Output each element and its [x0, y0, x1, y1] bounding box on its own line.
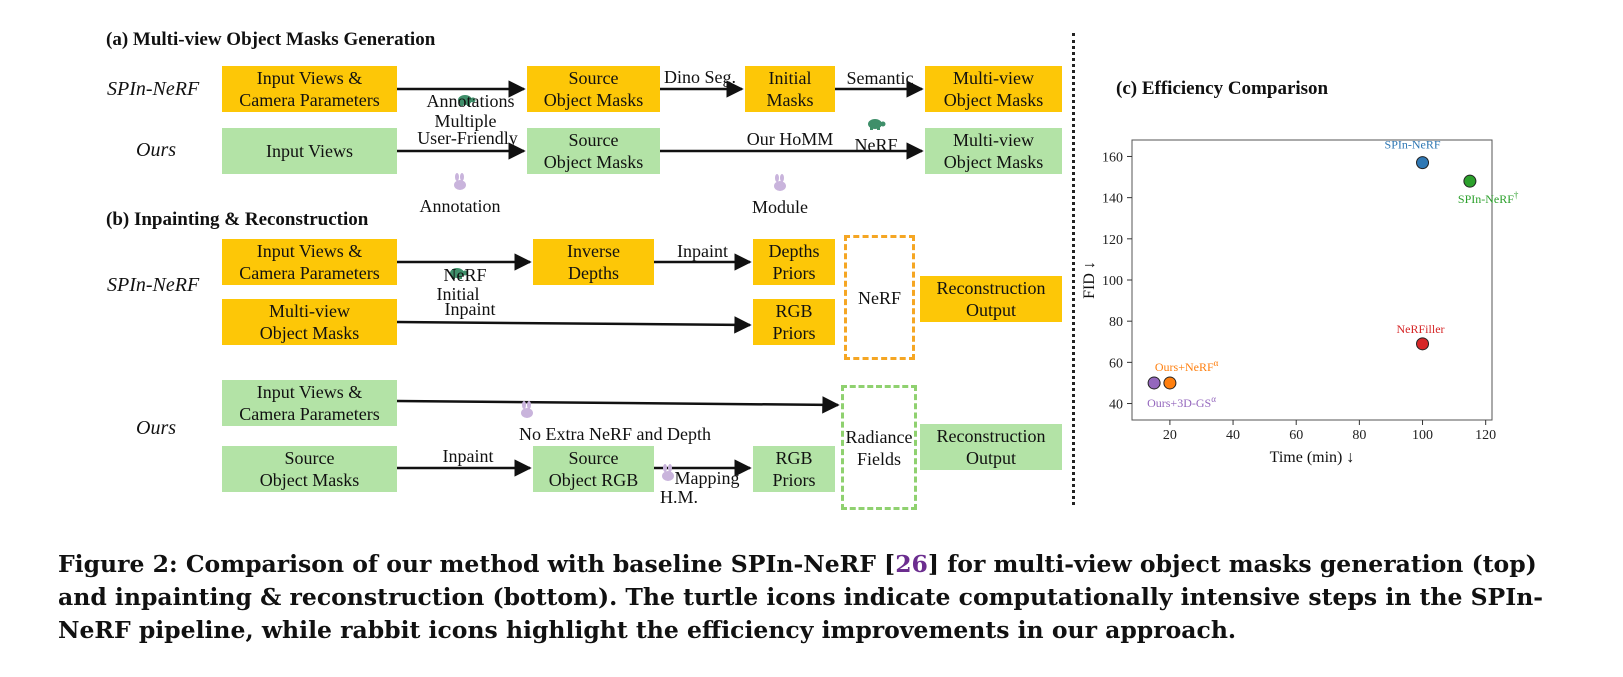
a-spin-arrow3-top: Semantic — [846, 68, 914, 88]
b-ours-arrow3-bottom: Mapping — [674, 468, 740, 488]
scatter-point — [1416, 337, 1430, 351]
a-spin-arrow2-top: Dino Seg. — [664, 67, 736, 87]
a-spin-arrow1-bottom: Annotations — [426, 91, 515, 111]
a-spin-output-box: Multi-view Object Masks — [925, 66, 1062, 112]
b-ours-arrow2-top: Inpaint — [442, 446, 494, 466]
point-label: Ours+NeRFα — [1155, 358, 1219, 374]
b-spin-input-box: Input Views & Camera Parameters — [222, 239, 397, 285]
y-tick-label: 160 — [1102, 150, 1123, 165]
a-spin-arrow3-bottom: NeRF — [836, 92, 916, 156]
caption-suffix: ] for multi-view object masks generation… — [58, 550, 1544, 644]
row-label-ours-b: Ours — [136, 417, 177, 439]
caption-prefix: Figure 2: Comparison of our method with … — [58, 550, 896, 578]
rabbit-icon — [660, 464, 676, 487]
b-spin-rgb-box: RGB Priors — [753, 299, 835, 345]
x-axis-label: Time (min) ↓ — [1270, 449, 1355, 466]
x-tick-label: 100 — [1412, 428, 1433, 443]
figure-caption: Figure 2: Comparison of our method with … — [58, 548, 1578, 647]
b-ours-arrow1-top-text: No Extra NeRF and Depth — [519, 424, 711, 445]
x-tick-label: 120 — [1475, 428, 1496, 443]
section-c-title: (c) Efficiency Comparison — [1116, 78, 1329, 99]
b-spin-recon-box: Reconstruction Output — [920, 276, 1062, 322]
b-spin-masks-box: Multi-view Object Masks — [222, 299, 397, 345]
section-a-title: (a) Multi-view Object Masks Generation — [106, 29, 436, 50]
a-ours-arrow1-top: User-Friendly — [417, 128, 518, 148]
y-tick-label: 140 — [1102, 192, 1123, 207]
row-label-ours-a: Ours — [136, 139, 177, 161]
a-spin-arrow1-top: Multiple — [408, 68, 523, 132]
x-tick-label: 20 — [1163, 428, 1177, 443]
point-label-superscript: † — [1514, 190, 1519, 200]
plot-frame — [1131, 139, 1493, 421]
a-spin-arrow3-bottom-text: NeRF — [854, 135, 898, 156]
b-ours-arrow1-top: No Extra NeRF and Depth — [519, 380, 779, 445]
scatter-point — [1147, 376, 1161, 390]
a-ours-source-box: Source Object Masks — [527, 128, 660, 174]
b-ours-arrow3-top: H.M. — [660, 443, 750, 508]
point-label: Ours+3D-GSα — [1147, 394, 1216, 410]
b-ours-source-rgb-box: Source Object RGB — [533, 446, 654, 492]
a-spin-input-box: Input Views & Camera Parameters — [222, 66, 397, 112]
b-spin-arrow1-bottom: NeRF — [443, 265, 487, 285]
b-ours-rgb-box: RGB Priors — [753, 446, 835, 492]
a-ours-arrow2-bottom-text: Module — [752, 197, 808, 218]
a-ours-arrow2-top: Our HoMM — [746, 129, 834, 149]
rabbit-icon — [772, 174, 788, 197]
a-spin-initial-box: Initial Masks — [745, 66, 835, 112]
turtle-icon — [456, 90, 476, 111]
y-tick-label: 120 — [1102, 233, 1123, 248]
b-spin-arrow2-top: Inpaint — [677, 241, 728, 261]
rabbit-icon — [519, 401, 535, 424]
b-spin-arrow3-top: Inpaint — [444, 299, 496, 319]
point-label-superscript: α — [1211, 394, 1216, 404]
y-tick-label: 80 — [1109, 315, 1123, 330]
b-spin-nerf-box: NeRF — [844, 235, 915, 360]
a-ours-arrow1-bottom: Annotation — [400, 152, 520, 217]
a-spin-arrow1-top-text: Multiple — [434, 111, 497, 132]
a-ours-input-box: Input Views — [222, 128, 397, 174]
row-label-spin-a: SPIn-NeRF — [107, 78, 200, 100]
row-label-spin-b: SPIn-NeRF — [107, 274, 200, 296]
point-label-superscript: α — [1214, 358, 1219, 368]
y-tick-label: 60 — [1109, 356, 1123, 371]
y-axis-label: FID ↓ — [1081, 261, 1098, 299]
b-spin-inverse-box: Inverse Depths — [533, 239, 654, 285]
a-ours-arrow2-bottom: Module — [730, 153, 830, 218]
b-spin-arrow1-top-text: Initial — [436, 284, 480, 305]
b-ours-input-box: Input Views & Camera Parameters — [222, 380, 397, 426]
x-tick-label: 80 — [1352, 428, 1366, 443]
b-ours-arrow3-top-text: H.M. — [660, 487, 699, 508]
a-ours-output-box: Multi-view Object Masks — [925, 128, 1062, 174]
x-tick-label: 40 — [1226, 428, 1240, 443]
caption-ref-link[interactable]: 26 — [895, 550, 928, 578]
point-label: SPIn-NeRF — [1385, 138, 1441, 152]
y-tick-label: 100 — [1102, 274, 1123, 289]
a-spin-source-box: Source Object Masks — [527, 66, 660, 112]
scatter-point — [1163, 376, 1177, 390]
scatter-point — [1463, 174, 1477, 188]
b-spin-arrow1-top: Initial — [413, 241, 503, 305]
scatter-point — [1416, 156, 1430, 170]
turtle-icon — [448, 263, 468, 284]
turtle-icon — [866, 114, 886, 135]
point-label: NeRFiller — [1397, 322, 1445, 336]
b-ours-radiance-box: Radiance Fields — [841, 385, 917, 510]
point-label: SPIn-NeRF† — [1458, 190, 1519, 206]
panel-divider — [1072, 33, 1075, 505]
y-tick-label: 40 — [1109, 398, 1123, 413]
section-b-title: (b) Inpainting & Reconstruction — [106, 209, 369, 230]
x-tick-label: 60 — [1289, 428, 1303, 443]
b-ours-source-box: Source Object Masks — [222, 446, 397, 492]
a-ours-arrow1-bottom-text: Annotation — [419, 196, 501, 217]
arrow-b-ours-1 — [396, 396, 840, 414]
b-ours-recon-box: Reconstruction Output — [920, 424, 1062, 470]
rabbit-icon — [452, 173, 468, 196]
b-spin-depths-box: Depths Priors — [753, 239, 835, 285]
arrow-b-spin-3 — [396, 316, 752, 334]
